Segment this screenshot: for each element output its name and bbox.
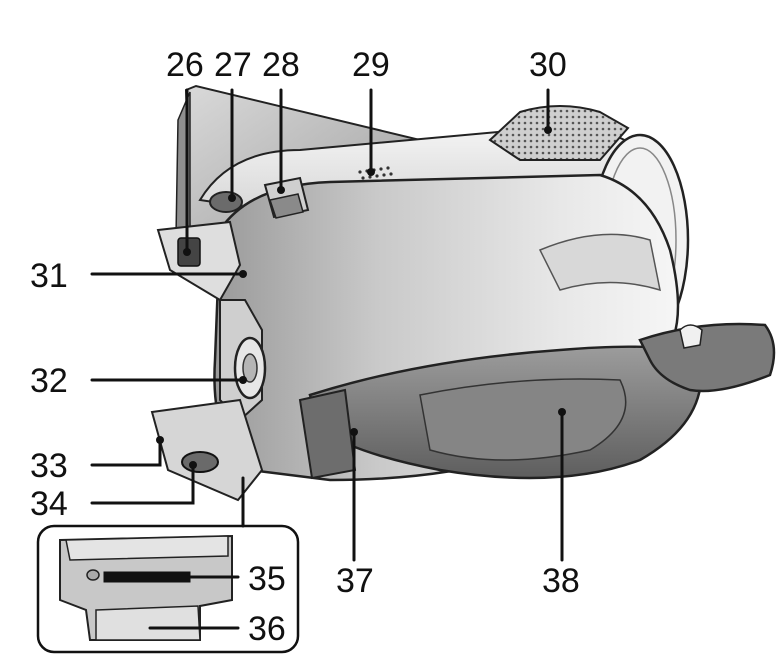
zoom-lever-knob [269, 193, 304, 219]
callout-35: 35 [248, 560, 286, 598]
battery-holder [95, 605, 201, 641]
card-slot-inset [36, 524, 300, 654]
leader-dots [156, 126, 566, 469]
leader-33 [90, 438, 162, 467]
callout-33: 33 [30, 447, 68, 485]
base-plate [150, 398, 264, 502]
callout-29: 29 [352, 46, 390, 84]
callout-36: 36 [248, 610, 286, 648]
inset-screw [86, 569, 100, 581]
callout-28: 28 [262, 46, 300, 84]
photo-shot-button [209, 191, 243, 213]
callout-37: 37 [336, 562, 374, 600]
callout-32: 32 [30, 362, 68, 400]
card-door-lever [181, 451, 219, 473]
leader-34 [90, 463, 195, 505]
microphone-grill [488, 105, 630, 161]
grip-recess [538, 233, 661, 292]
strap-loop [679, 324, 703, 349]
callout-27: 27 [214, 46, 252, 84]
leader-lines [90, 88, 564, 630]
hand-strap-pad [419, 378, 627, 461]
camcorder-illustration [150, 84, 776, 502]
callout-30: 30 [529, 46, 567, 84]
callout-labels: 26 27 28 29 30 31 32 33 34 35 36 37 38 [30, 46, 580, 648]
inset-door [65, 535, 229, 561]
callout-34: 34 [30, 485, 68, 523]
strap-tail [638, 322, 776, 393]
callout-31: 31 [30, 257, 68, 295]
callout-38: 38 [542, 562, 580, 600]
callout-26: 26 [166, 46, 204, 84]
recording-button-center [242, 353, 258, 383]
